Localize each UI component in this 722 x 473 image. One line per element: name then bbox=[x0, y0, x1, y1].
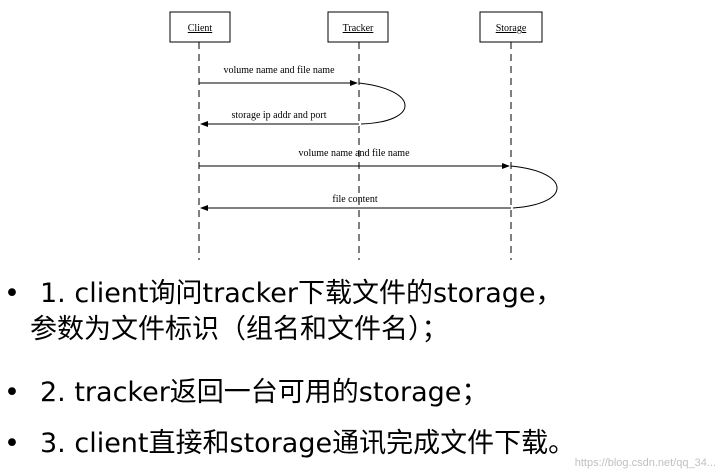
msg1-label: volume name and file name bbox=[223, 65, 335, 76]
client-label: Client bbox=[188, 23, 213, 34]
msg3-label: volume name and file name bbox=[298, 148, 410, 159]
msg4-label: file content bbox=[332, 194, 377, 205]
bullet-text: 参数为文件标识（组名和文件名）； bbox=[30, 314, 449, 345]
bullet-text: 1. client询问tracker下载文件的storage， bbox=[40, 278, 563, 309]
storage-box bbox=[479, 11, 543, 43]
bullet-marker: • bbox=[4, 428, 20, 459]
bullet-text: 2. tracker返回一台可用的storage； bbox=[40, 377, 489, 408]
storage-processing-curve bbox=[510, 165, 558, 209]
bullet-text: 3. client直接和storage通讯完成文件下载。 bbox=[40, 428, 576, 459]
bullet-marker: • bbox=[4, 278, 20, 309]
tracker-processing-curve bbox=[358, 82, 406, 125]
watermark: https://blog.csdn.net/qq_34... bbox=[574, 457, 716, 469]
bullet-marker: • bbox=[4, 377, 20, 408]
storage-label: Storage bbox=[496, 23, 527, 34]
tracker-label: Tracker bbox=[343, 23, 374, 34]
client-box bbox=[169, 11, 231, 43]
tracker-box bbox=[327, 11, 389, 43]
msg2-label: storage ip addr and port bbox=[232, 110, 327, 121]
sequence-diagram: Client Tracker Storage volume name and f… bbox=[169, 11, 558, 260]
